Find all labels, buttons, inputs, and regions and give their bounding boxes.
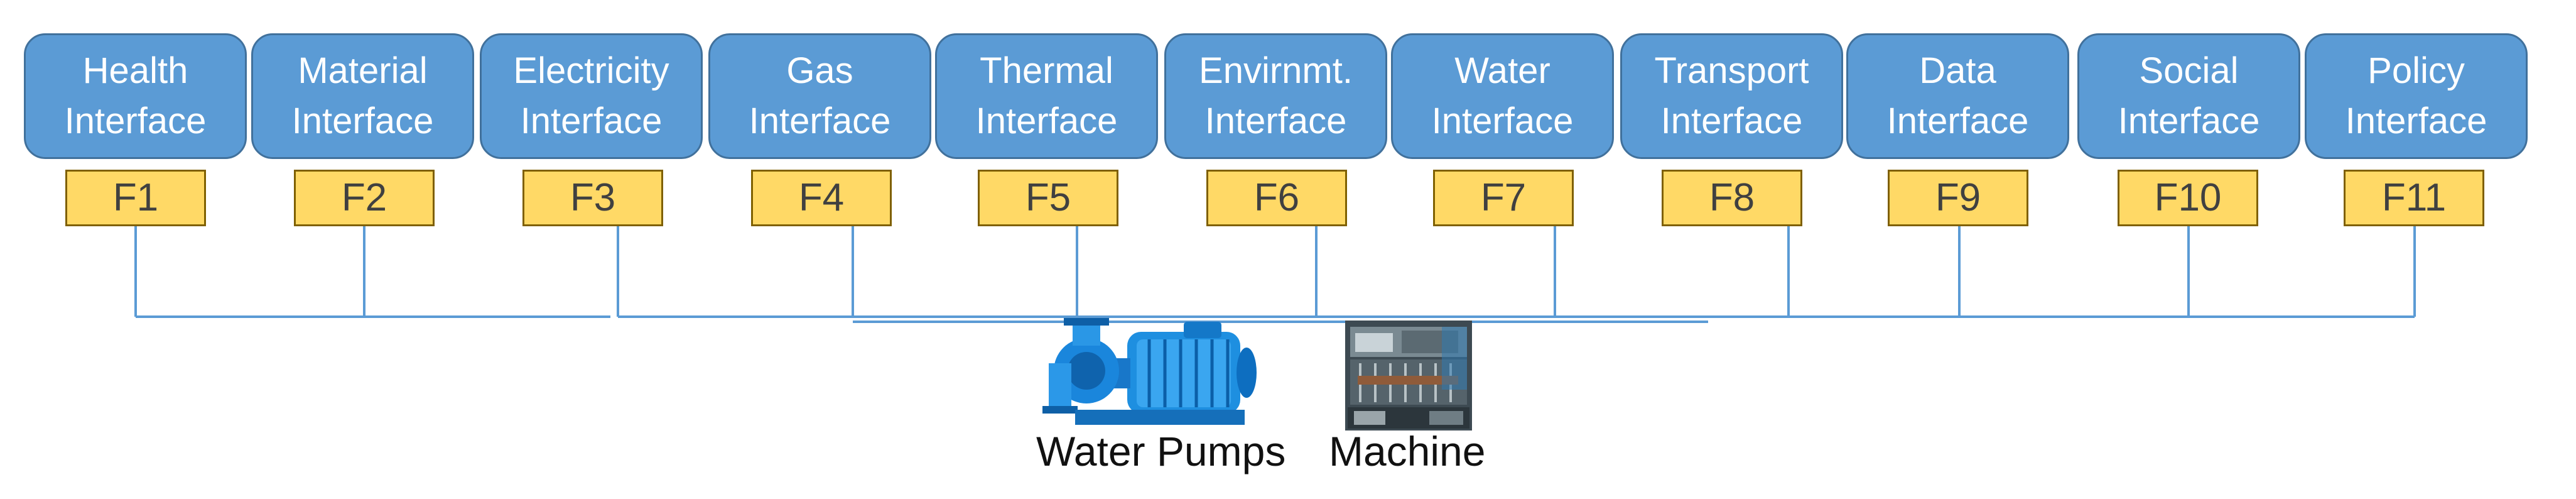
interface-subtitle: Interface [975, 101, 1118, 141]
interface-subtitle: Interface [1431, 101, 1574, 141]
function-box-f1: F1 [65, 170, 206, 226]
function-box-f8: F8 [1662, 170, 1802, 226]
interface-box-policy: Policy Interface [2305, 33, 2528, 159]
interface-subtitle: Interface [520, 101, 663, 141]
interface-box-transport: Transport Interface [1620, 33, 1843, 159]
interface-title: Gas [786, 50, 853, 91]
interface-subtitle: Interface [1660, 101, 1803, 141]
interface-subtitle: Interface [2118, 101, 2260, 141]
function-box-f5: F5 [978, 170, 1118, 226]
interface-box-health: Health Interface [24, 33, 247, 159]
interface-subtitle: Interface [291, 101, 434, 141]
interface-title: Transport [1654, 50, 1809, 91]
interface-title: Envirnmt. [1199, 50, 1353, 91]
interface-subtitle: Interface [1886, 101, 2029, 141]
function-box-f6: F6 [1206, 170, 1347, 226]
interface-title: Health [82, 50, 188, 91]
interface-title: Policy [2368, 50, 2465, 91]
interface-subtitle: Interface [64, 101, 207, 141]
interface-subtitle: Interface [749, 101, 891, 141]
interface-title: Social [2139, 50, 2239, 91]
function-box-f4: F4 [751, 170, 892, 226]
function-box-f10: F10 [2118, 170, 2258, 226]
water-pump-icon [1042, 318, 1257, 425]
interface-box-social: Social Interface [2077, 33, 2300, 159]
interface-box-data: Data Interface [1846, 33, 2069, 159]
interface-title: Thermal [980, 50, 1113, 91]
function-box-f3: F3 [522, 170, 663, 226]
function-box-f2: F2 [294, 170, 435, 226]
function-box-f11: F11 [2344, 170, 2484, 226]
interface-title: Data [1919, 50, 1996, 91]
interface-box-thermal: Thermal Interface [935, 33, 1158, 159]
machine-icon [1345, 321, 1472, 430]
machine-label: Machine [1329, 428, 1486, 474]
interface-box-gas: Gas Interface [708, 33, 931, 159]
water-pumps-label: Water Pumps [1036, 428, 1286, 474]
interface-title: Electricity [513, 50, 669, 91]
interface-subtitle: Interface [1204, 101, 1347, 141]
interface-subtitle: Interface [2345, 101, 2487, 141]
interface-box-material: Material Interface [251, 33, 474, 159]
function-box-f9: F9 [1888, 170, 2028, 226]
interface-title: Water [1454, 50, 1550, 91]
interface-box-water: Water Interface [1391, 33, 1614, 159]
interface-title: Material [298, 50, 428, 91]
interface-box-electricity: Electricity Interface [480, 33, 703, 159]
function-box-f7: F7 [1433, 170, 1574, 226]
interface-box-environment: Envirnmt. Interface [1164, 33, 1387, 159]
